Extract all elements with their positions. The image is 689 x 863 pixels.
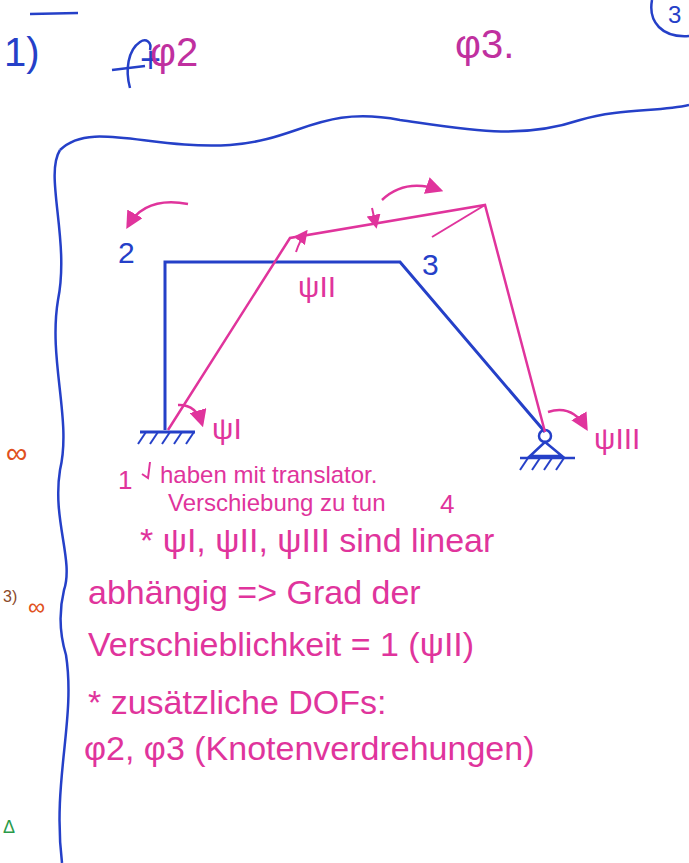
- boundary-line: [55, 150, 69, 863]
- node-number: 2: [118, 236, 135, 269]
- margin-mark: 3): [3, 588, 17, 606]
- displaced-shape: [168, 205, 545, 432]
- rotation-arrow: [372, 208, 376, 226]
- note-text: haben mit translator.: [160, 462, 377, 488]
- rotation-arrow: [548, 410, 586, 428]
- boundary-line: [60, 105, 689, 150]
- note-text: * zusätzliche DOFs:: [88, 684, 387, 721]
- node-number: 4: [440, 490, 454, 519]
- margin-mark: Δ: [3, 818, 15, 838]
- pin-support: [530, 442, 562, 456]
- circle-arc: [651, 0, 689, 36]
- margin-mark: ∞: [28, 594, 45, 620]
- displaced-shape: [432, 205, 485, 237]
- fixed-support: [140, 431, 195, 434]
- item-number: 1): [4, 30, 40, 74]
- support-hatch: [138, 432, 194, 444]
- rotation-label: φ2: [150, 30, 198, 74]
- support-hatch: [520, 458, 564, 470]
- page-number: 3: [668, 2, 681, 28]
- stroke: [30, 13, 78, 14]
- note-text: φ2, φ3 (Knotenverdrehungen): [84, 730, 534, 767]
- rotation-arrow: [296, 232, 306, 252]
- note-text: * ψI, ψII, ψIII sind linear: [140, 522, 494, 559]
- rotation-label: φ3.: [455, 22, 514, 66]
- node-number: 1: [118, 466, 132, 495]
- chord-rotation-label: ψI: [212, 412, 242, 445]
- chord-rotation-label: ψII: [298, 270, 336, 303]
- leader-hook: [142, 462, 150, 478]
- chord-rotation-label: ψIII: [594, 422, 640, 455]
- rotation-arrow: [128, 202, 188, 226]
- rotation-arrow: [178, 405, 202, 424]
- margin-mark: ∞: [6, 436, 27, 469]
- node-number: 3: [422, 248, 439, 281]
- note-text: Verschiebung zu tun: [168, 490, 386, 516]
- note-text: abhängig => Grad der: [88, 574, 421, 611]
- rotation-arrow: [382, 186, 440, 200]
- note-text: Verschieblichkeit = 1 (ψII): [88, 626, 474, 663]
